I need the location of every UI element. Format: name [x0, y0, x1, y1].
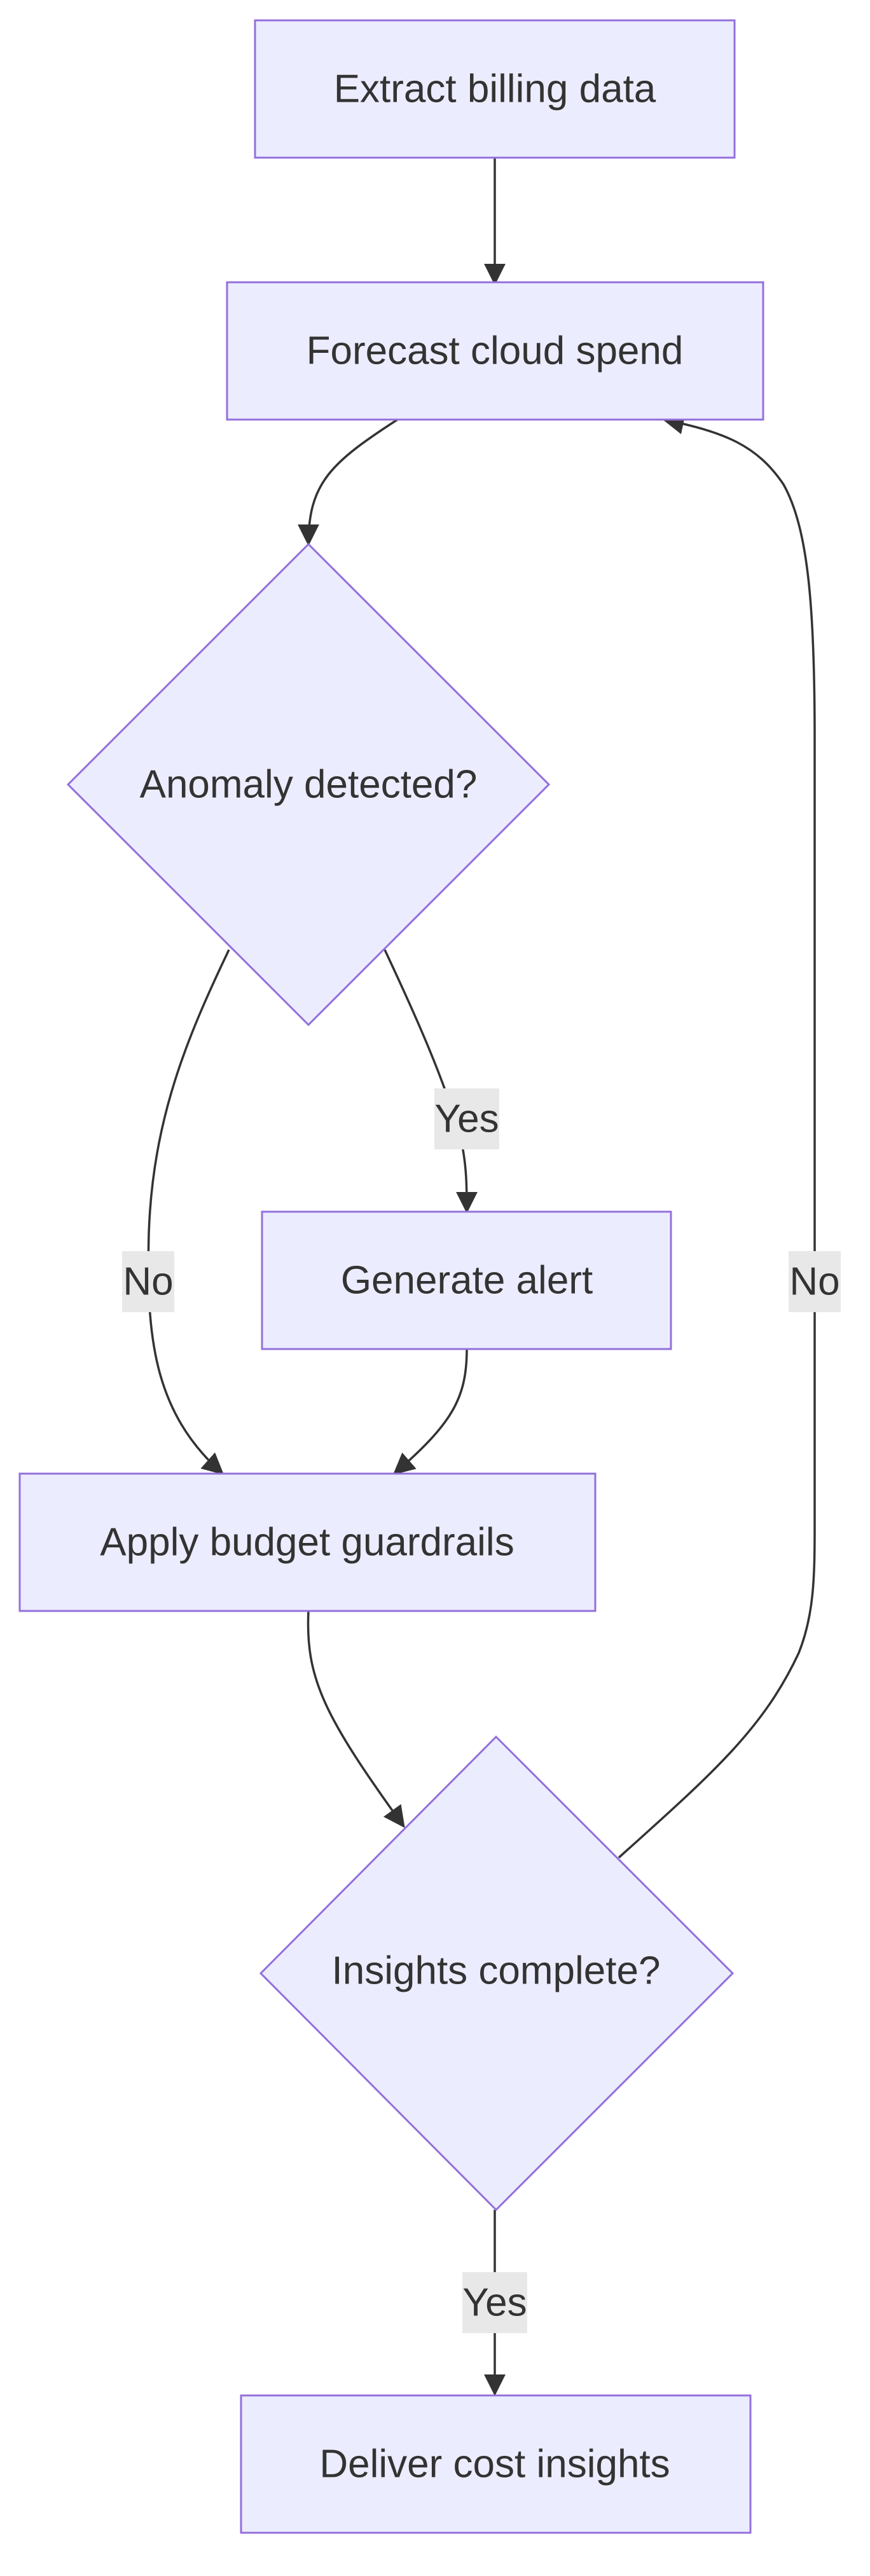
node-forecast-cloud-spend-label: Forecast cloud spend	[307, 329, 684, 373]
node-deliver-cost-insights: Deliver cost insights	[240, 2394, 752, 2534]
node-anomaly-detected: Anomaly detected?	[66, 542, 551, 1027]
node-generate-alert: Generate alert	[261, 1210, 672, 1350]
edge-label-anomaly-yes-text: Yes	[434, 1097, 499, 1141]
node-insights-complete-label: Insights complete?	[332, 1949, 661, 1993]
node-anomaly-detected-label: Anomaly detected?	[140, 763, 478, 807]
edge-label-anomaly-no-text: No	[123, 1260, 173, 1304]
edge-forecast-to-anomaly	[298, 418, 398, 546]
node-insights-complete: Insights complete?	[259, 1735, 735, 2212]
edges	[147, 158, 816, 2396]
node-extract-billing-data: Extract billing data	[254, 19, 736, 159]
edge-labels: Yes No No Yes	[122, 1088, 841, 2333]
node-extract-billing-data-label: Extract billing data	[334, 67, 656, 111]
node-apply-budget-guardrails: Apply budget guardrails	[18, 1472, 597, 1612]
edge-label-anomaly-yes: Yes	[434, 1088, 499, 1149]
edge-label-complete-yes: Yes	[462, 2272, 527, 2333]
node-apply-budget-guardrails-label: Apply budget guardrails	[100, 1521, 514, 1565]
edge-label-complete-no-text: No	[789, 1260, 839, 1304]
edge-guardrails-to-complete	[307, 1610, 405, 1828]
edge-label-complete-yes-text: Yes	[462, 2281, 527, 2325]
edge-anomaly-to-alert-yes	[383, 949, 478, 1214]
edge-label-complete-no: No	[789, 1251, 841, 1312]
nodes: Extract billing data Forecast cloud spen…	[18, 19, 764, 2534]
edge-complete-to-forecast-no	[618, 413, 816, 1859]
node-deliver-cost-insights-label: Deliver cost insights	[319, 2442, 670, 2486]
edge-alert-to-guardrails	[392, 1348, 468, 1475]
node-forecast-cloud-spend: Forecast cloud spend	[226, 281, 764, 421]
edge-anomaly-to-guardrails-no	[147, 949, 230, 1475]
node-generate-alert-label: Generate alert	[341, 1259, 593, 1303]
edge-label-anomaly-no: No	[122, 1251, 174, 1312]
